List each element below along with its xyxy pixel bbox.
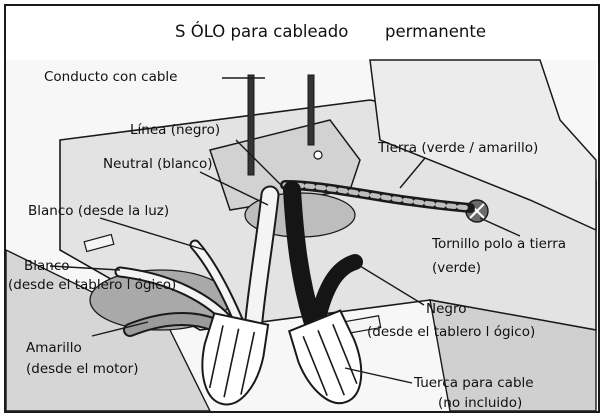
- leader-screw: [479, 217, 521, 237]
- label-line: Línea (negro): [130, 122, 221, 138]
- conduit-rod-right: [307, 74, 315, 146]
- leader-yellow: [91, 321, 149, 337]
- diagram-title-part1: S ÓLO para cableado: [175, 22, 349, 41]
- bracket-hole: [313, 150, 323, 160]
- leader-white-light: [99, 217, 206, 251]
- diagram-title-part2: permanente: [385, 22, 486, 41]
- slot-left: [83, 233, 115, 253]
- wire-nut-right: [288, 309, 363, 405]
- leader-white-logic: [49, 265, 121, 271]
- ground-wire-stripe: [282, 182, 473, 211]
- leader-neutral: [199, 171, 269, 206]
- label-neutral: Neutral (blanco): [103, 156, 213, 172]
- label-black-line2: (desde el tablero l ógico): [367, 324, 536, 340]
- line-wire-black: [283, 181, 321, 329]
- label-ground-screw-line1: Tornillo polo a tierra: [432, 236, 567, 252]
- label-yellow-line2: (desde el motor): [26, 361, 139, 377]
- label-white-logic-line1: Blanco: [24, 258, 70, 274]
- chassis-right-panel: [369, 59, 597, 232]
- label-nut-line1: Tuerca para cable: [414, 375, 534, 391]
- diagram-frame: [4, 4, 600, 413]
- leader-nut: [344, 367, 413, 384]
- conduit-rod-left: [247, 74, 255, 176]
- label-white-logic-line2: (desde el tablero l ógico): [8, 277, 177, 293]
- wire-nut-left: [201, 312, 270, 406]
- label-nut-line2: (no incluido): [438, 395, 523, 411]
- label-ground-screw-line2: (verde): [432, 260, 482, 276]
- label-ground: Tierra (verde / amarillo): [378, 140, 539, 156]
- leader-line: [235, 139, 289, 193]
- leader-lines: [49, 77, 521, 384]
- label-white-light: Blanco (desde la luz): [28, 203, 170, 219]
- label-black-line1: Negro: [426, 301, 467, 317]
- black-wire-logic: [310, 254, 363, 326]
- label-yellow-line1: Amarillo: [26, 340, 82, 356]
- leader-ground: [399, 157, 426, 189]
- label-conduit: Conducto con cable: [44, 69, 178, 85]
- leader-black: [359, 265, 425, 306]
